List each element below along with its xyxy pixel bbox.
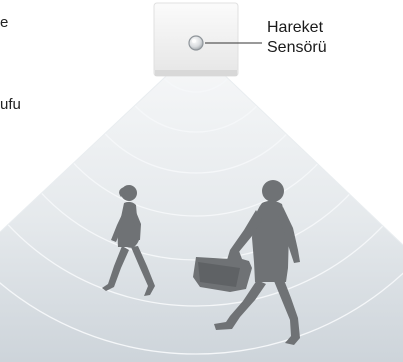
range-arc-6: [0, 0, 403, 306]
walking-woman-icon: [102, 185, 155, 296]
range-arc-3: [70, 48, 322, 174]
range-arc-1: [151, 48, 241, 93]
detection-cone: [0, 48, 403, 362]
motion-sensor-label-line2: Sensörü: [267, 39, 327, 56]
cone-edge-right: [195, 47, 403, 246]
cropped-text-fragment-top: e: [0, 14, 9, 31]
walking-man-icon: [193, 180, 300, 345]
motion-sensor-label: Hareket Sensörü: [267, 18, 327, 58]
motion-sensor-label-line1: Hareket: [267, 19, 324, 36]
range-arc-7: [0, 0, 403, 354]
cropped-text-fragment-middle: ufu: [0, 96, 21, 113]
cone-edge-left: [0, 47, 197, 233]
range-arc-4: [27, 48, 365, 217]
range-arc-2: [111, 48, 281, 133]
motion-sensor-icon: [153, 2, 239, 77]
